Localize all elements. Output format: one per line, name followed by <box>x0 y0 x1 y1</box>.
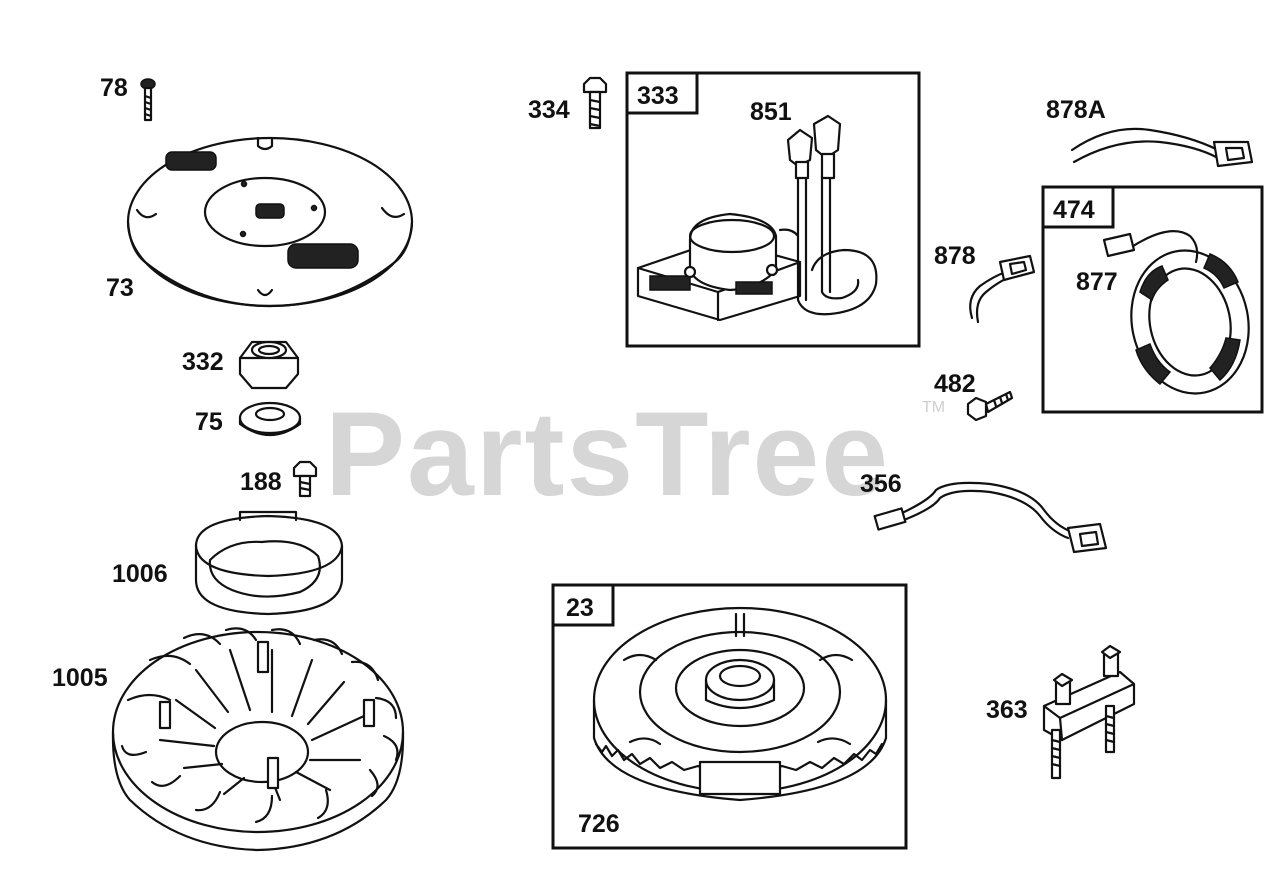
label-188: 188 <box>240 468 282 496</box>
label-1006: 1006 <box>112 560 168 588</box>
label-356: 356 <box>860 470 902 498</box>
part-78-screw[interactable] <box>140 78 156 122</box>
part-334-bolt[interactable] <box>582 76 608 130</box>
label-334: 334 <box>528 96 570 124</box>
label-878A: 878A <box>1046 96 1106 124</box>
part-878-connector-lead[interactable] <box>969 254 1036 324</box>
box-333-label: 333 <box>637 82 679 110</box>
part-75-washer[interactable] <box>238 401 302 436</box>
box-333 <box>625 71 921 348</box>
part-482-screw[interactable] <box>966 390 1014 422</box>
label-877: 877 <box>1076 268 1118 296</box>
part-1005-fan[interactable] <box>111 627 405 852</box>
part-332-nut[interactable] <box>238 340 300 390</box>
label-482: 482 <box>934 370 976 398</box>
part-356-ground-wire[interactable] <box>873 481 1108 554</box>
label-851: 851 <box>750 98 792 126</box>
part-878A-wire-harness[interactable] <box>1070 127 1254 168</box>
part-73-plate[interactable] <box>126 136 414 308</box>
box-23-label: 23 <box>566 594 594 622</box>
part-188-bolt[interactable] <box>292 460 318 498</box>
watermark-text: PartsTree <box>325 387 890 521</box>
label-75: 75 <box>195 408 223 436</box>
label-878: 878 <box>934 242 976 270</box>
part-726-flywheel[interactable] <box>592 606 888 802</box>
box-474-label: 474 <box>1053 196 1095 224</box>
part-851-spark-plug-leads[interactable] <box>778 114 878 316</box>
label-726: 726 <box>578 810 620 838</box>
box-23 <box>551 583 908 850</box>
label-363: 363 <box>986 696 1028 724</box>
part-877-stator[interactable] <box>1102 230 1262 404</box>
part-363-bracket[interactable] <box>1042 644 1136 780</box>
label-1005: 1005 <box>52 664 108 692</box>
box-474 <box>1041 185 1264 414</box>
label-73: 73 <box>106 274 134 302</box>
label-78: 78 <box>100 74 128 102</box>
watermark-trademark: TM <box>922 399 945 416</box>
part-1006-ring[interactable] <box>194 510 344 616</box>
part-333-ignition-module[interactable] <box>636 212 802 322</box>
label-332: 332 <box>182 348 224 376</box>
